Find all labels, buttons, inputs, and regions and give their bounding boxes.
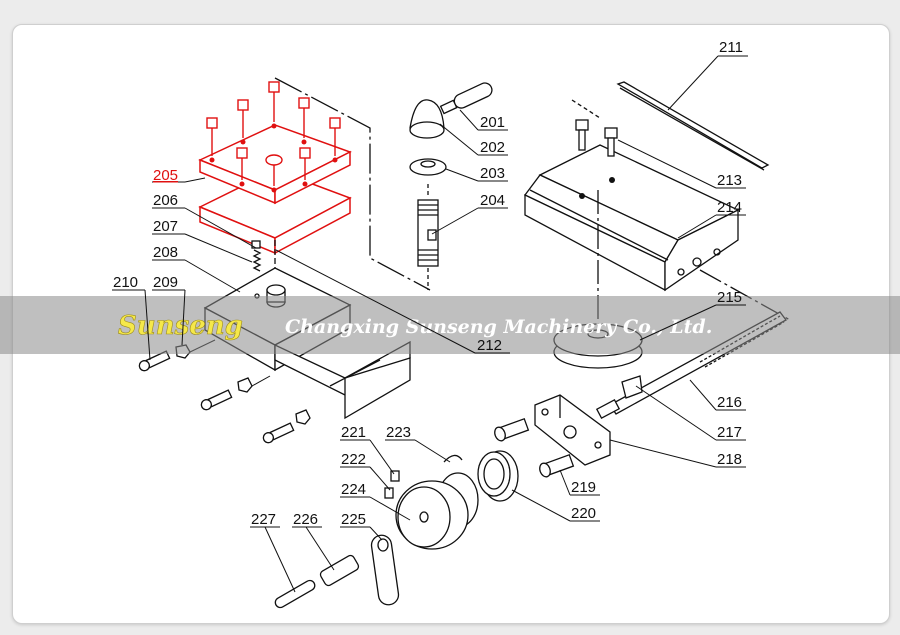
label-215: 215: [717, 289, 742, 306]
watermark-logo: Sunseng: [118, 311, 243, 341]
handwheel-225: [370, 454, 479, 606]
dial-ring-220: [477, 450, 519, 502]
label-219: 219: [571, 479, 596, 496]
gib-strip-211: [616, 81, 770, 171]
label-211: 211: [719, 39, 743, 56]
label-204: 204: [480, 192, 505, 209]
label-220: 220: [571, 505, 596, 522]
watermark-background: [0, 296, 900, 354]
label-225: 225: [341, 511, 366, 528]
label-223: 223: [386, 424, 411, 441]
label-207: 207: [153, 218, 178, 235]
leader-lines: [112, 55, 748, 593]
label-221: 221: [341, 424, 366, 441]
watermark-company: Changxing Sunseng Machinery Co., Ltd.: [285, 316, 712, 338]
label-206: 206: [153, 192, 178, 209]
top-slide-214: [524, 99, 791, 330]
label-222: 222: [341, 451, 366, 468]
label-227: 227: [251, 511, 276, 528]
label-212: 212: [477, 337, 502, 354]
label-217: 217: [717, 424, 742, 441]
part-labels: 201 202 203 204 205 206 207 208 209 210 …: [113, 39, 743, 528]
label-216: 216: [717, 394, 742, 411]
label-224: 224: [341, 481, 366, 498]
label-205: 205: [153, 167, 178, 184]
label-213: 213: [717, 172, 742, 189]
tool-post-205: [198, 81, 352, 255]
label-201: 201: [480, 114, 505, 131]
watermark-band: Sunseng Changxing Sunseng Machinery Co.,…: [0, 296, 900, 354]
label-218: 218: [717, 451, 742, 468]
label-210: 210: [113, 274, 138, 291]
label-209: 209: [153, 274, 178, 291]
label-203: 203: [480, 165, 505, 182]
handle-226-227: [274, 554, 360, 609]
label-202: 202: [480, 139, 505, 156]
bracket-218: [494, 394, 611, 478]
label-226: 226: [293, 511, 318, 528]
label-214: 214: [717, 199, 742, 216]
clamp-handle-201-204: [409, 82, 493, 290]
label-208: 208: [153, 244, 178, 261]
